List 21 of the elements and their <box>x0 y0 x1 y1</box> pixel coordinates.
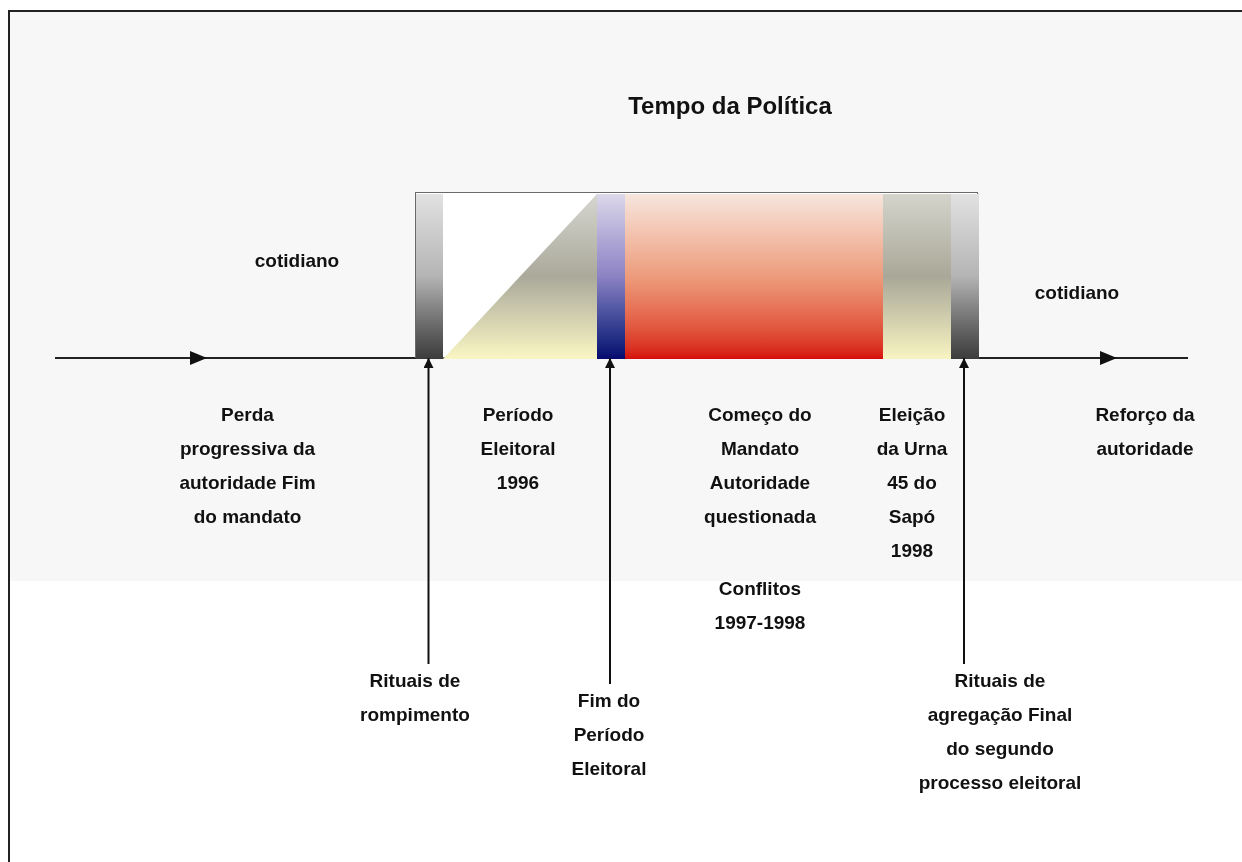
stripe-bar <box>597 194 625 359</box>
shaded-block <box>883 194 951 359</box>
stripe-bar <box>416 194 443 359</box>
timeline-label: Perda progressiva da autoridade Fim do mandato <box>178 403 317 529</box>
event-label: Rituais de agregação Final do segundo processo eleitoral <box>915 664 1085 800</box>
timeline-label: cotidiano <box>253 249 341 273</box>
timeline-label: cotidiano <box>1033 281 1121 305</box>
time-band <box>415 192 978 358</box>
timeline-label: Reforço da autoridade <box>1094 403 1196 461</box>
arrow <box>605 357 615 685</box>
timeline-label: Começo do Mandato Autoridade questionada <box>703 403 817 529</box>
stripe-bar <box>951 194 979 359</box>
timeline-label: Eleição da Urna 45 do Sapó 1998 <box>875 403 949 563</box>
arrow <box>423 357 434 665</box>
diagram-title: Tempo da Política <box>627 91 833 121</box>
arrow <box>959 357 969 665</box>
event-label: Rituais de rompimento <box>350 664 480 734</box>
timeline-label: Período Eleitoral 1996 <box>479 403 557 495</box>
shaded-block <box>625 194 883 359</box>
timeline-label: Conflitos 1997-1998 <box>713 577 807 635</box>
event-label: Fim do Período Eleitoral <box>560 684 658 788</box>
